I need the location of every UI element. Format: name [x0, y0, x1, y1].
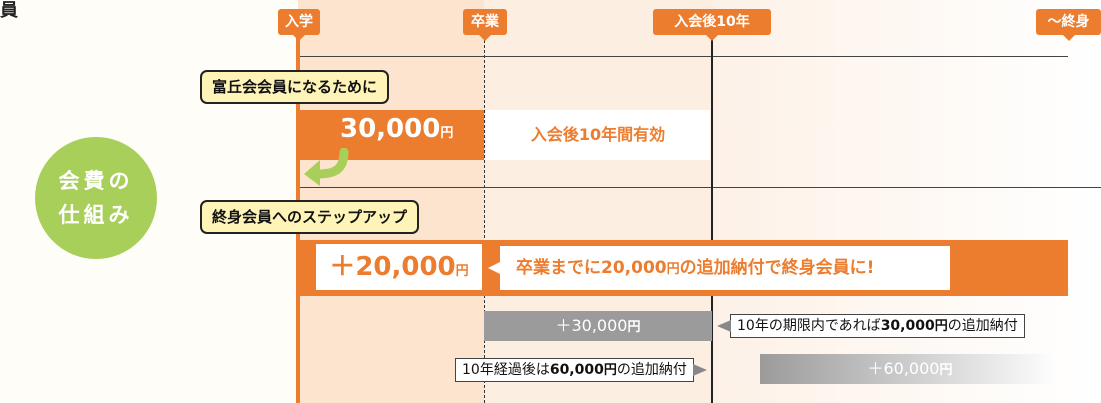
badge-line-2: 仕組み	[58, 203, 134, 227]
msg-post: の追加納付で終身会員に!	[679, 258, 875, 278]
section-label-lifetime-upgrade: 終身会員へのステップアップ	[200, 200, 420, 234]
after-10-years-amount: ＋60,000	[867, 359, 940, 378]
note1-unit: 円	[934, 319, 948, 334]
ten-year-line	[711, 30, 713, 403]
page-title-fragment: 員	[0, 0, 18, 21]
msg-unit: 円	[666, 262, 680, 277]
note2-post: の追加納付	[616, 362, 687, 378]
marker-enrollment: 入学	[278, 9, 320, 41]
msg-amount: 20,000	[601, 258, 667, 278]
note1-pre: 10年の期限内であれば	[737, 318, 881, 334]
marker-lifetime: ～終身	[1036, 9, 1101, 41]
within-10-years-amount: ＋30,000	[555, 316, 628, 335]
entry-fee-validity: 入会後10年間有効	[486, 110, 710, 160]
after-10-years-note: 10年経過後は60,000円の追加納付	[455, 358, 707, 382]
fee-structure-badge: 会費の 仕組み	[35, 137, 157, 259]
note2-amount: 60,000	[549, 362, 604, 378]
curved-arrow-icon	[304, 148, 349, 186]
graduation-line	[484, 30, 485, 403]
section-divider	[298, 187, 1101, 188]
within-10-years-note: 10年の期限内であれば30,000円の追加納付	[717, 314, 1025, 338]
lifetime-upgrade-message: 卒業までに20,000円の追加納付で終身会員に!	[488, 246, 950, 290]
msg-pre: 卒業までに	[516, 258, 601, 278]
note1-amount: 30,000	[880, 318, 935, 334]
lifetime-fee-unit: 円	[455, 264, 469, 279]
lifetime-fee-value: ＋20,000	[329, 252, 456, 282]
badge-line-1: 会費の	[58, 169, 134, 193]
entry-fee-bar	[298, 110, 484, 160]
entry-fee-value: 30,000	[340, 114, 441, 144]
zone-after-10-years	[712, 0, 1101, 403]
zone-graduation-to-10-years	[484, 0, 712, 403]
entry-fee-amount: 30,000円	[340, 114, 453, 144]
within-10-years-unit: 円	[627, 320, 641, 335]
note2-pre: 10年経過後は	[462, 362, 550, 378]
lifetime-upgrade-fee: ＋20,000円	[316, 244, 482, 290]
marker-graduation: 卒業	[463, 9, 507, 41]
note1-post: の追加納付	[947, 318, 1018, 334]
marker-ten-years: 入会後10年	[653, 9, 771, 41]
after-10-years-bar: ＋60,000円	[760, 354, 1060, 384]
entry-fee-unit: 円	[440, 126, 454, 141]
section-label-membership: 富丘会会員になるために	[200, 70, 390, 104]
after-10-years-unit: 円	[939, 363, 953, 378]
note2-unit: 円	[603, 363, 617, 378]
within-10-years-bar: ＋30,000円	[484, 311, 712, 341]
timeline-axis-line	[298, 56, 1068, 57]
